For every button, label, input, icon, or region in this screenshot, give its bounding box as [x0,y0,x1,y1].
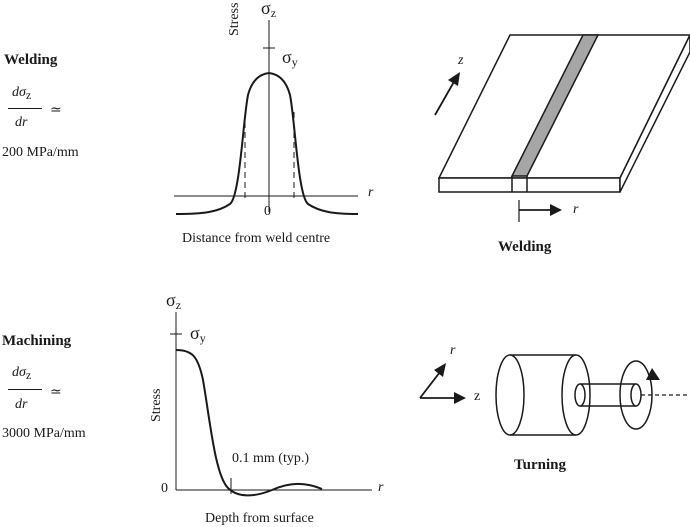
sigma-z-text: σ [166,290,176,310]
sigma-z-sub: z [175,298,182,312]
plate-z-arrow [434,79,456,116]
sigma-y-text: σ [190,323,200,343]
turning-r-label: r [450,343,456,358]
sigma-y-sub: y [291,55,298,69]
rotation-arrowhead [646,368,660,380]
welding-x-axis-label: Distance from weld centre [182,231,331,246]
welding-heading: Welding [4,52,58,68]
sigma-z-sub: z [270,6,277,20]
machining-gradient-denominator: dr [15,397,28,412]
turned-section-end [630,383,642,407]
welding-sigma-y-label: σy [282,48,298,68]
machining-x-axis-label: Depth from surface [205,511,314,526]
turning-z-arrowhead [454,392,466,404]
turning-r-axis [419,371,441,399]
workpiece-left-end [495,354,525,436]
machining-stress-curve [175,349,323,497]
sigma-y-text: σ [282,47,292,67]
turning-r-arrowhead [434,363,446,377]
gradient-numerator-text: dσ [12,365,26,380]
welding-sigma-z-label: σz [261,0,276,19]
plate-z-arrowhead [448,72,460,86]
machining-gradient-value: 3000 MPa/mm [2,426,86,441]
machining-origin-label: 0 [161,481,168,496]
welding-gradient-numerator: dσz [12,85,32,102]
welding-gradient-denominator: dr [15,115,28,130]
machining-x-axis-var: r [378,480,384,495]
turned-section [580,383,636,407]
welding-gradient-value: 200 MPa/mm [2,145,79,160]
workpiece-body [510,355,576,435]
machining-fraction-bar [8,389,42,390]
welding-approx-sign: ≃ [50,103,62,118]
gradient-numerator-sub: z [25,368,32,382]
machining-annotation: 0.1 mm (typ.) [232,451,309,466]
welding-caption: Welding [498,239,552,255]
turned-section-start [574,383,586,407]
plate-r-label: r [573,202,579,217]
welding-origin-label: 0 [264,204,271,219]
welding-x-axis-var: r [368,185,374,200]
machining-gradient-numerator: dσz [12,365,32,382]
gradient-numerator-text: dσ [12,85,26,100]
machining-sigma-z-label: σz [166,291,181,311]
machining-heading: Machining [2,333,72,349]
machining-approx-sign: ≃ [50,385,62,400]
plate-z-label: z [458,53,464,68]
sigma-y-sub: y [199,331,206,345]
welding-stress-curve [175,71,359,215]
machining-sigma-y-label: σy [190,324,206,344]
gradient-numerator-sub: z [25,88,32,102]
plate-r-arrowhead [550,204,562,216]
turning-z-label: z [474,389,481,404]
weld-bead [510,34,600,177]
workpiece-outline [510,354,576,436]
turning-caption: Turning [514,457,566,473]
plate-right-face [619,34,690,193]
sigma-z-text: σ [261,0,271,18]
welding-fraction-bar [8,108,42,109]
